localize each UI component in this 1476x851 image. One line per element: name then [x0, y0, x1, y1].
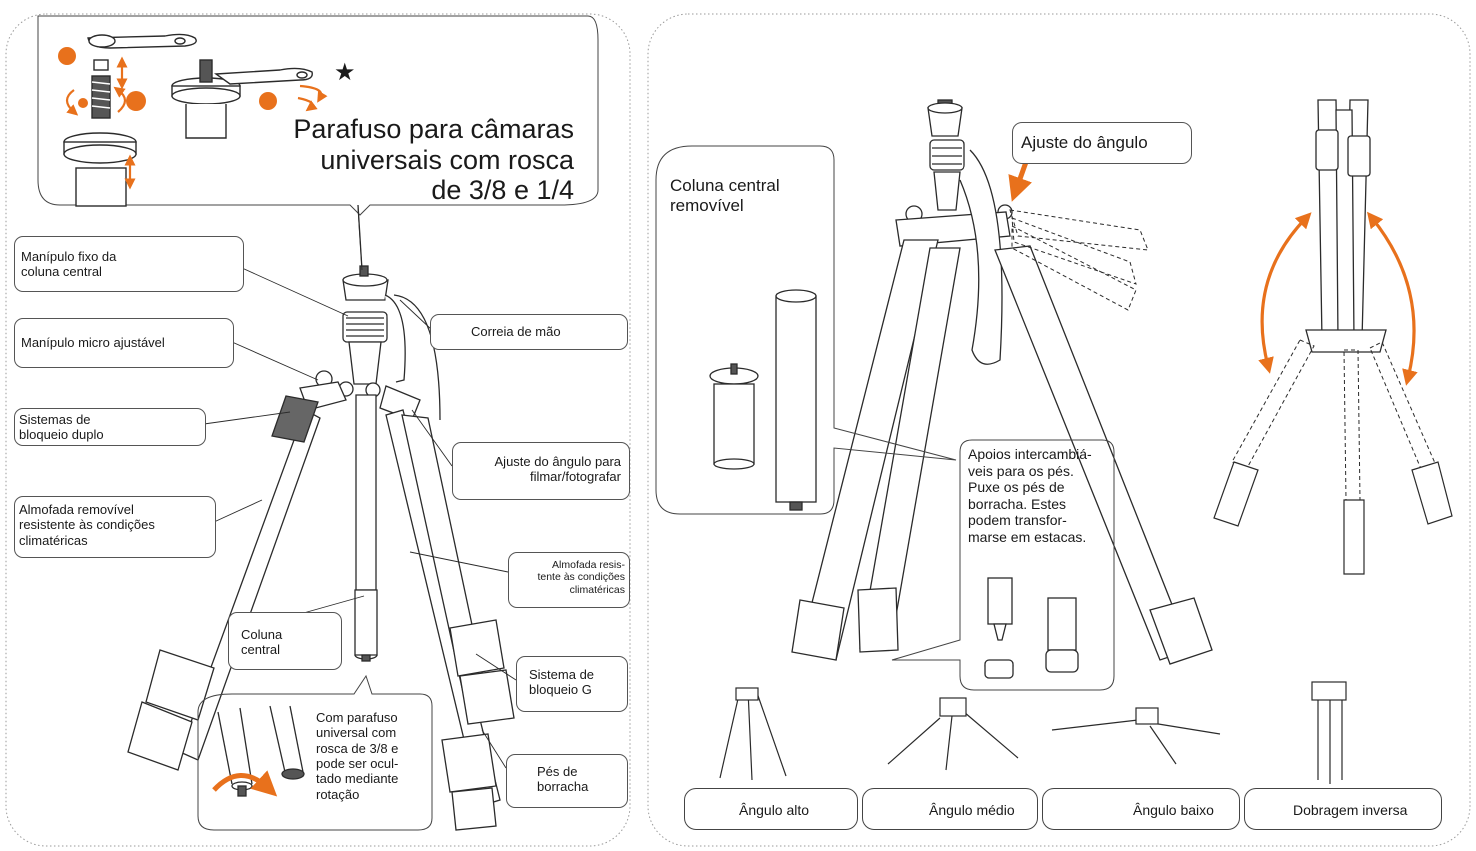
orange-markers — [58, 47, 277, 111]
screw-parts-drawing — [63, 33, 313, 207]
right-panel-frame — [647, 13, 1471, 847]
center-column-label: Coluna central — [241, 627, 283, 658]
hidden-screw-bubble — [197, 674, 433, 831]
mode-low-angle-label: Ângulo baixo — [1133, 802, 1214, 818]
angle-adjust-right-label: Ajuste do ângulo — [1021, 133, 1148, 152]
double-lock-callout: Sistemas de bloqueio duplo — [14, 408, 206, 446]
mode-high-angle-label: Ângulo alto — [739, 802, 810, 818]
tripod-legs-dashed — [1009, 209, 1149, 311]
leader-lines-left — [203, 207, 517, 769]
center-column-callout: Coluna central — [228, 612, 342, 670]
g-lock-callout: Sistema de bloqueio G — [516, 656, 628, 712]
left-panel-frame — [5, 13, 631, 847]
orange-motion-arrows — [65, 56, 328, 190]
removable-column-label: Coluna central removível — [670, 176, 780, 216]
fixed-knob-callout: Manípulo fixo da coluna central — [14, 236, 244, 292]
mode-low-angle: Ângulo baixo — [1042, 788, 1240, 830]
double-lock-label: Sistemas de bloqueio duplo — [19, 412, 104, 443]
folded-tripod-drawing — [1305, 99, 1387, 353]
mode-thumbnails — [719, 681, 1347, 784]
screw-title: Parafuso para câmaras universais com ros… — [293, 114, 574, 205]
hidden-screw-label: Com parafuso universal com rosca de 3/8 … — [316, 710, 399, 802]
angle-adjust-label: Ajuste do ângulo para filmar/fotografar — [494, 454, 621, 485]
feet-spike-drawing — [984, 577, 1079, 679]
folded-feet-drawing — [1213, 461, 1453, 575]
angle-adjust-right-callout: Ajuste do ângulo — [1012, 122, 1192, 164]
removable-column-bubble — [655, 145, 957, 515]
rubber-feet-callout: Pés de borracha — [506, 754, 628, 808]
rubber-feet-label: Pés de borracha — [537, 764, 589, 795]
mode-high-angle: Ângulo alto — [684, 788, 858, 830]
micro-knob-label: Manípulo micro ajustável — [21, 335, 165, 350]
feet-note-label: Apoios intercambiá- veis para os pés. Pu… — [968, 446, 1092, 545]
removable-column-drawing — [709, 289, 817, 511]
mode-reverse-fold-label: Dobragem inversa — [1293, 802, 1408, 818]
tripod-drawing-left — [127, 204, 515, 831]
fold-arcs — [1258, 211, 1418, 386]
weather-pad-callout: Almofada resis- tente às condições clima… — [508, 552, 630, 608]
star-icon: ★ — [334, 58, 356, 86]
feet-note-bubble — [891, 439, 1115, 691]
mode-medium-angle: Ângulo médio — [862, 788, 1038, 830]
angle-arrow — [1008, 161, 1032, 202]
weather-pad-label: Almofada resis- tente às condições clima… — [537, 559, 625, 596]
removable-pad-callout: Almofada removível resistente às condiçõ… — [14, 496, 216, 558]
unfolded-legs-dashed — [1231, 339, 1439, 501]
column-ends-drawing — [212, 705, 305, 797]
screw-detail-bubble — [37, 15, 599, 216]
mode-reverse-fold: Dobragem inversa — [1244, 788, 1442, 830]
micro-knob-callout: Manípulo micro ajustável — [14, 318, 234, 368]
fixed-knob-label: Manípulo fixo da coluna central — [21, 249, 117, 280]
tripod-drawing-right — [791, 99, 1213, 665]
removable-pad-label: Almofada removível resistente às condiçõ… — [19, 502, 155, 548]
hand-strap-callout: Correia de mão — [430, 314, 628, 350]
g-lock-label: Sistema de bloqueio G — [529, 667, 595, 698]
hand-strap-label: Correia de mão — [471, 324, 561, 339]
mode-medium-angle-label: Ângulo médio — [929, 802, 1015, 818]
angle-adjust-callout: Ajuste do ângulo para filmar/fotografar — [452, 442, 630, 500]
